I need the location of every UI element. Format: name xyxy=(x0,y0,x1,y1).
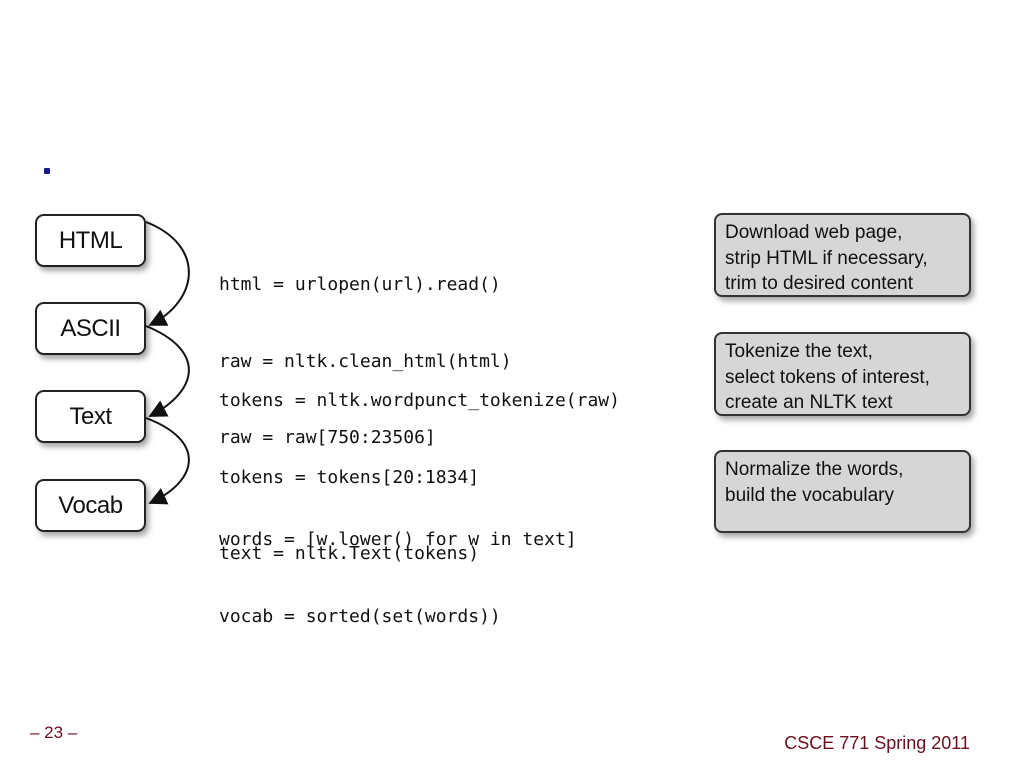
code-line: text = nltk.Text(tokens) xyxy=(219,543,480,564)
note-normalize: Normalize the words, build the vocabular… xyxy=(714,450,971,533)
arrow-html-to-ascii xyxy=(145,221,190,326)
arrow-ascii-to-text xyxy=(145,325,190,417)
course-label: CSCE 771 Spring 2011 xyxy=(784,733,970,753)
note-line: select tokens of interest, xyxy=(725,366,930,388)
code-line: vocab = sorted(set(words)) xyxy=(219,605,501,627)
code-block-download: html = urlopen(url).read() raw = nltk.cl… xyxy=(219,221,512,476)
code-line: html = urlopen(url).read() xyxy=(219,274,501,295)
code-line: tokens = nltk.wordpunct_tokenize(raw) xyxy=(219,390,620,411)
note-line: trim to desired content xyxy=(725,273,913,294)
note-line: build the vocabulary xyxy=(725,484,894,506)
note-line: create an NLTK text xyxy=(725,392,893,413)
code-line: raw = raw[750:23506] xyxy=(219,427,436,448)
note-line: Tokenize the text, xyxy=(725,341,873,362)
page-number: – 23 – xyxy=(30,723,78,742)
note-line: Normalize the words, xyxy=(725,459,904,480)
code-line: words = [w.lower() for w in text] xyxy=(219,529,577,550)
arrow-text-to-vocab xyxy=(145,417,190,505)
stage-ascii: ASCII xyxy=(35,302,146,355)
stage-text: Text xyxy=(35,390,146,443)
code-block-vocab: words = [w.lower() for w in text] vocab … xyxy=(219,476,577,655)
stage-html: HTML xyxy=(35,214,146,267)
code-line: raw = nltk.clean_html(html) xyxy=(219,350,512,372)
code-line: tokens = tokens[20:1834] xyxy=(219,466,480,488)
stage-vocab: Vocab xyxy=(35,479,146,532)
slide-bullet xyxy=(44,168,50,174)
note-download: Download web page, strip HTML if necessa… xyxy=(714,213,971,297)
note-line: strip HTML if necessary, xyxy=(725,247,928,269)
note-tokenize: Tokenize the text, select tokens of inte… xyxy=(714,332,971,416)
note-line: Download web page, xyxy=(725,222,903,243)
code-block-tokenize: tokens = nltk.wordpunct_tokenize(raw) to… xyxy=(219,337,620,592)
